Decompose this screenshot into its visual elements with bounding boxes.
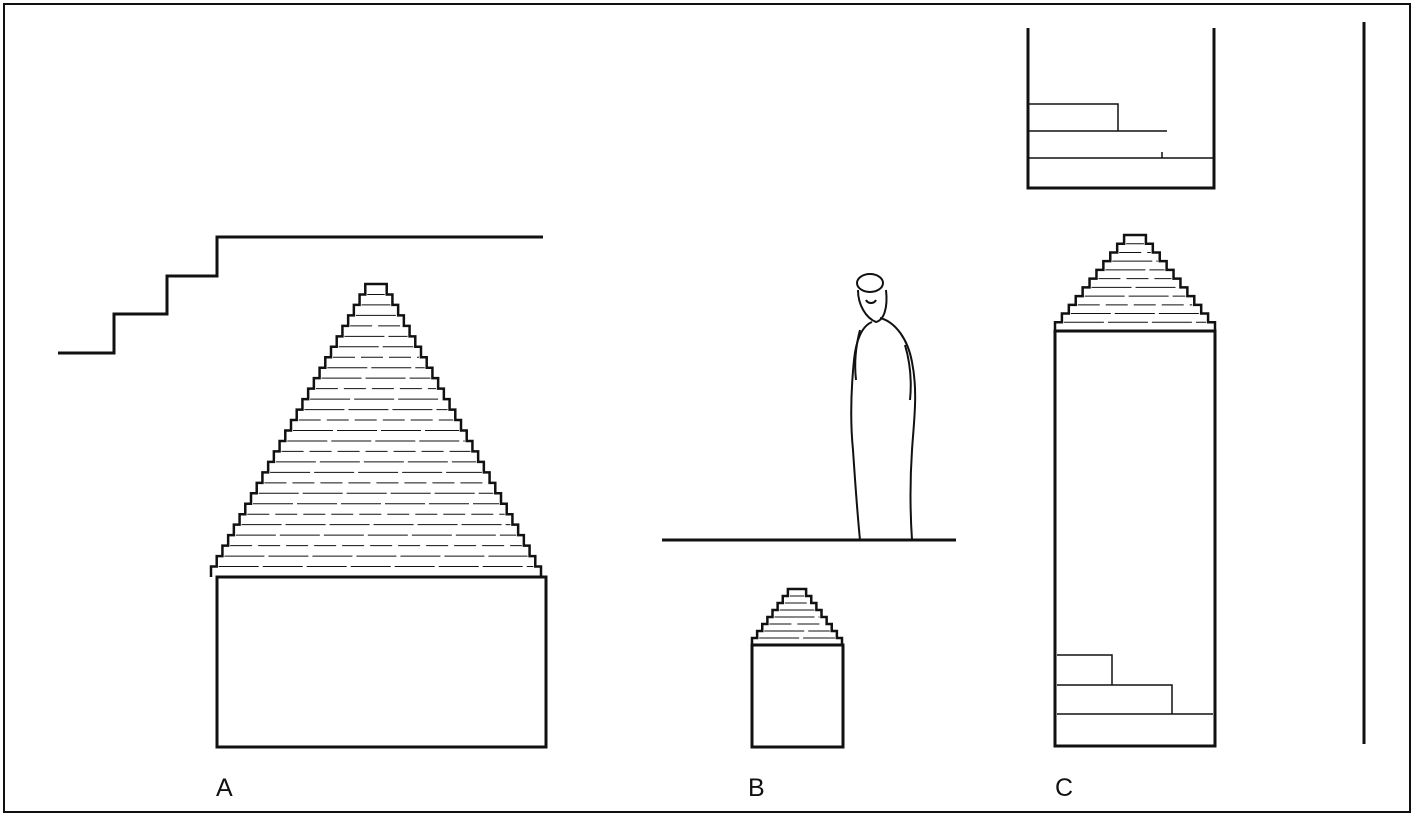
dome-c: [1055, 235, 1215, 331]
tower-c-body: [1055, 331, 1215, 746]
dome-a: [211, 284, 541, 577]
staircase: [58, 237, 543, 353]
well-upper-blocks: [1028, 104, 1214, 158]
human-figure: [851, 274, 915, 540]
panel-label-c: C: [1055, 776, 1073, 801]
figure-frame: [4, 4, 1410, 812]
panel-label-b: B: [748, 776, 765, 801]
building-a-body: [217, 577, 546, 747]
tower-c-blocks: [1057, 655, 1213, 714]
building-b-body: [752, 645, 843, 747]
well-upper: [1028, 28, 1214, 188]
dome-c-outline: [1055, 235, 1215, 331]
panel-label-a: A: [216, 776, 233, 801]
dome-b: [752, 589, 842, 645]
